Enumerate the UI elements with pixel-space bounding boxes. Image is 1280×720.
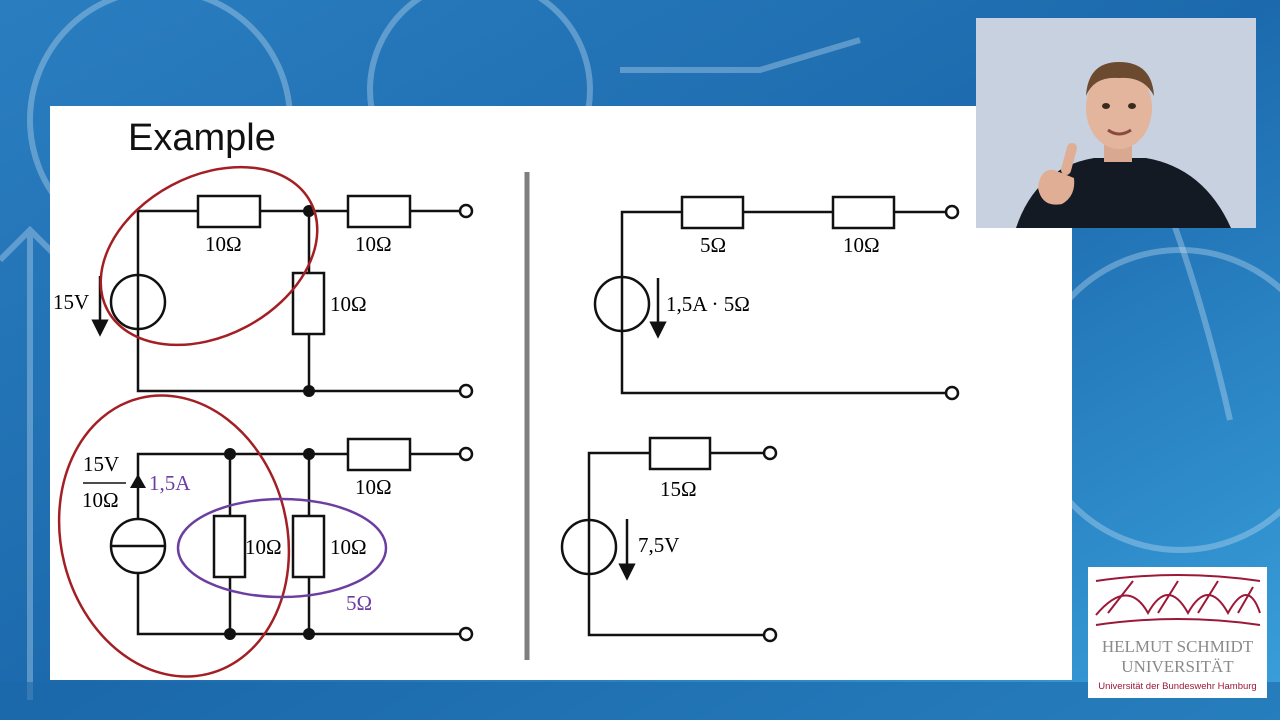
label-current: 1,5A — [149, 471, 191, 495]
label-output-resistor: 10Ω — [355, 232, 392, 256]
label-source-voltage: 1,5A · 5Ω — [666, 292, 750, 316]
label-shunt-resistor: 10Ω — [330, 292, 367, 316]
circuit-top-right — [593, 195, 960, 401]
logo-subtitle: Universität der Bundeswehr Hamburg — [1098, 681, 1257, 692]
current-arrow-icon — [130, 474, 146, 488]
circuit-bottom-left — [83, 437, 474, 642]
university-logo: HELMUT SCHMIDT UNIVERSITÄT Universität d… — [1088, 567, 1267, 698]
junction-dot — [303, 448, 315, 460]
label-resistor-1: 5Ω — [700, 233, 726, 257]
slide: Example 15V 10Ω 10Ω 10Ω — [50, 106, 1072, 680]
label-resistor: 15Ω — [660, 477, 697, 501]
circuit-bottom-right — [560, 436, 778, 643]
purple-ellipse-parallel — [176, 497, 388, 599]
label-series-resistor: 10Ω — [205, 232, 242, 256]
webcam-feed — [976, 18, 1256, 228]
junction-dot — [303, 628, 315, 640]
label-shunt-resistor-2: 10Ω — [330, 535, 367, 559]
red-ellipse-voltage-source — [99, 165, 319, 347]
slide-title: Example — [128, 117, 276, 159]
label-fraction-denominator: 10Ω — [82, 488, 119, 512]
label-source-voltage: 15V — [53, 290, 89, 314]
junction-dot — [224, 628, 236, 640]
junction-dot — [224, 448, 236, 460]
label-fraction-numerator: 15V — [83, 452, 119, 476]
label-output-resistor: 10Ω — [355, 475, 392, 499]
slide-canvas: Example 15V 10Ω 10Ω 10Ω — [53, 117, 960, 678]
junction-dot — [303, 385, 315, 397]
logo-name-line1: HELMUT SCHMIDT — [1101, 637, 1254, 656]
label-parallel-resistance: 5Ω — [346, 591, 372, 615]
logo-name-line2: UNIVERSITÄT — [1121, 657, 1234, 676]
logo-emblem-icon — [1095, 574, 1261, 626]
circuit-top-left — [91, 194, 474, 399]
label-resistor-2: 10Ω — [843, 233, 880, 257]
label-shunt-resistor-1: 10Ω — [245, 535, 282, 559]
label-source-voltage: 7,5V — [638, 533, 679, 557]
red-ellipse-current-source — [57, 394, 291, 678]
presenter-video-icon — [976, 18, 1256, 228]
